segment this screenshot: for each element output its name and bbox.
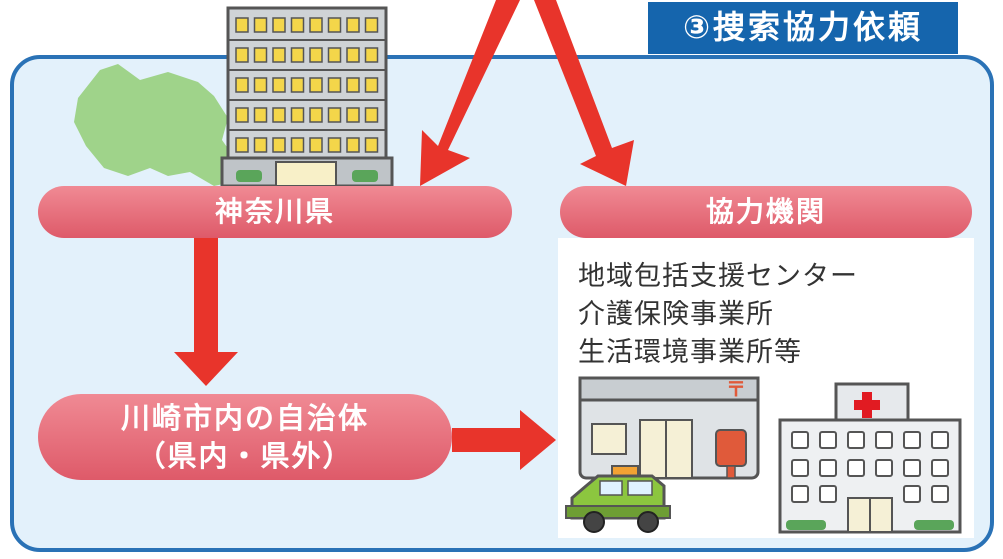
office-window [327,107,342,123]
hospital-window [791,431,809,449]
title-tab [648,2,958,54]
arrow-to-partners [534,0,634,186]
office-window [272,17,286,33]
office-window [346,77,360,93]
hospital-window [847,459,865,477]
hospital-window [791,459,809,477]
office-window [346,47,360,63]
hospital-window [903,459,921,477]
office-window [346,107,360,123]
office-window [346,137,360,153]
hospital-building-icon [778,382,962,534]
title: ③捜索協力依頼 [682,8,924,46]
arrow-prefecture-to-municipalities [174,236,238,386]
arrow-to-prefecture [420,0,520,186]
municipalities-label-line1: 川崎市内の自治体 [120,401,369,435]
prefectural-office-building-icon [220,6,394,188]
office-window [290,137,305,153]
office-window [364,77,379,93]
office-window [272,107,286,123]
office-window [235,107,249,123]
office-window [327,47,342,63]
post-office-building-icon [578,376,760,480]
office-window [327,17,342,33]
office-window [253,17,268,33]
office-window [253,77,268,93]
hospital-window [903,485,921,503]
kanagawa-map-icon [74,64,236,186]
hospital-window [819,485,837,503]
office-window [235,77,249,93]
partners-pill [560,186,972,238]
office-window [364,107,379,123]
hospital-window [875,431,893,449]
office-window [272,47,286,63]
partners-label: 協力機関 [705,195,826,228]
office-window [327,137,342,153]
prefecture-label: 神奈川県 [214,195,335,228]
office-window [235,47,249,63]
post-office-mark-icon: 〒 [726,377,746,401]
hospital-window [791,485,809,503]
hospital-window [903,431,921,449]
municipalities-pill [38,394,452,480]
hospital-window [847,431,865,449]
hospital-window [931,431,949,449]
office-window [309,107,323,123]
office-window [272,77,286,93]
taxi-icon [565,465,671,533]
hospital-window [819,459,837,477]
office-window [235,17,249,33]
office-window [290,47,305,63]
office-window [364,137,379,153]
office-window [272,137,286,153]
arrow-municipalities-to-partners [452,410,556,470]
office-window [364,17,379,33]
partner-member-item: 生活環境事業所等 [578,337,802,368]
prefecture-pill [38,186,512,238]
partner-member-item: 地域包括支援センター [578,261,858,292]
partner-member-item: 介護保険事業所 [578,299,774,330]
office-window [309,77,323,93]
office-window [290,77,305,93]
hospital-window [931,485,949,503]
hospital-window [819,431,837,449]
hospital-window [875,459,893,477]
office-window [364,47,379,63]
office-window [253,47,268,63]
office-window [290,107,305,123]
office-window [309,47,323,63]
office-window [346,17,360,33]
municipalities-label-line2: （県内・県外） [136,439,354,473]
office-window [327,77,342,93]
hospital-window [931,459,949,477]
office-window [235,137,249,153]
office-window [290,17,305,33]
office-window [309,137,323,153]
office-window [253,137,268,153]
office-window [253,107,268,123]
office-window [309,17,323,33]
